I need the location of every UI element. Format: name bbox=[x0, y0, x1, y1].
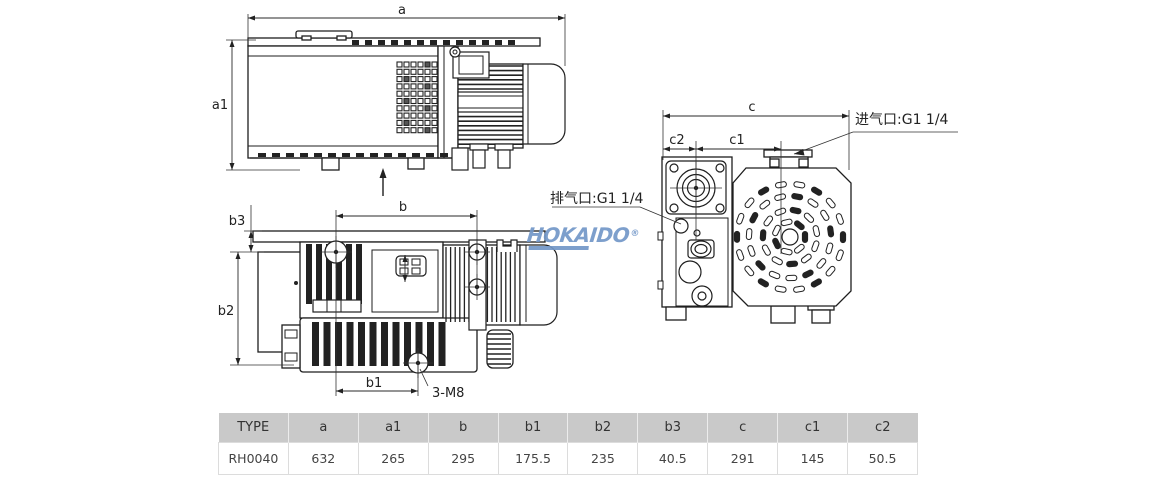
logo-underline bbox=[528, 246, 589, 250]
col-header-b1: b1 bbox=[497, 413, 568, 443]
col-header-b2: b2 bbox=[567, 413, 638, 443]
registered-mark: ® bbox=[629, 229, 640, 239]
col-header-c2: c2 bbox=[847, 413, 918, 443]
dimension-labels: a a1 b b3 b2 b1 3-M8 c c2 c1 进气口:G1 1/4 … bbox=[212, 3, 949, 401]
cell-c2: 50.5 bbox=[847, 442, 918, 475]
cell-b3: 40.5 bbox=[637, 442, 709, 475]
foot bbox=[665, 306, 687, 321]
inlet-flange bbox=[763, 149, 813, 158]
dim-label-a1: a1 bbox=[212, 98, 228, 113]
cell-b: 295 bbox=[427, 442, 499, 475]
dimension-lines bbox=[226, 14, 958, 396]
exhaust-port-label: 排气口:G1 1/4 bbox=[550, 191, 644, 207]
cell-b1: 175.5 bbox=[497, 442, 569, 475]
foot bbox=[811, 309, 831, 324]
brand-logo: HOKAIDO® bbox=[525, 223, 640, 250]
col-header-a: a bbox=[287, 413, 359, 443]
dim-label-c1: c1 bbox=[729, 133, 744, 148]
motor-end-cap bbox=[519, 244, 558, 326]
inlet-port-label: 进气口:G1 1/4 bbox=[855, 112, 949, 128]
dim-label-a: a bbox=[398, 3, 406, 18]
col-header-b: b bbox=[427, 413, 499, 443]
brand-logo-text: HOKAIDO bbox=[525, 223, 631, 247]
mounting-holes-label: 3-M8 bbox=[432, 386, 464, 401]
col-header-type: TYPE bbox=[218, 413, 289, 443]
col-header-b3: b3 bbox=[637, 413, 708, 443]
cell-type: RH0040 bbox=[218, 442, 289, 475]
generated-detail bbox=[258, 40, 847, 366]
cell-c: 291 bbox=[707, 442, 779, 475]
dim-label-b1: b1 bbox=[366, 376, 383, 391]
oil-fill bbox=[678, 260, 702, 284]
motor-end-cap bbox=[522, 63, 566, 145]
dim-label-b: b bbox=[399, 200, 407, 215]
cell-c1: 145 bbox=[777, 442, 849, 475]
table-header: TYPE a a1 b b1 b2 b3 c c1 c2 bbox=[218, 413, 918, 443]
cell-a: 632 bbox=[287, 442, 359, 475]
foot bbox=[770, 305, 796, 324]
col-header-a1: a1 bbox=[357, 413, 429, 443]
dim-label-c2: c2 bbox=[669, 133, 684, 148]
dim-label-b3: b3 bbox=[229, 214, 246, 229]
foot bbox=[321, 157, 340, 171]
cell-b2: 235 bbox=[567, 442, 639, 475]
table-row: RH0040 632 265 295 175.5 235 40.5 291 14… bbox=[218, 442, 918, 475]
col-header-c: c bbox=[707, 413, 778, 443]
foot bbox=[407, 157, 425, 170]
pump-technical-drawing: a a1 b b3 b2 b1 3-M8 c c2 c1 进气口:G1 1/4 … bbox=[212, 3, 958, 401]
cell-a1: 265 bbox=[357, 442, 429, 475]
dim-label-c: c bbox=[748, 100, 755, 115]
dim-label-b2: b2 bbox=[218, 304, 235, 319]
col-header-c1: c1 bbox=[777, 413, 848, 443]
dimensions-table: TYPE a a1 b b1 b2 b3 c c1 c2 RH0040 632 … bbox=[218, 413, 918, 475]
fan-hub bbox=[781, 228, 799, 246]
